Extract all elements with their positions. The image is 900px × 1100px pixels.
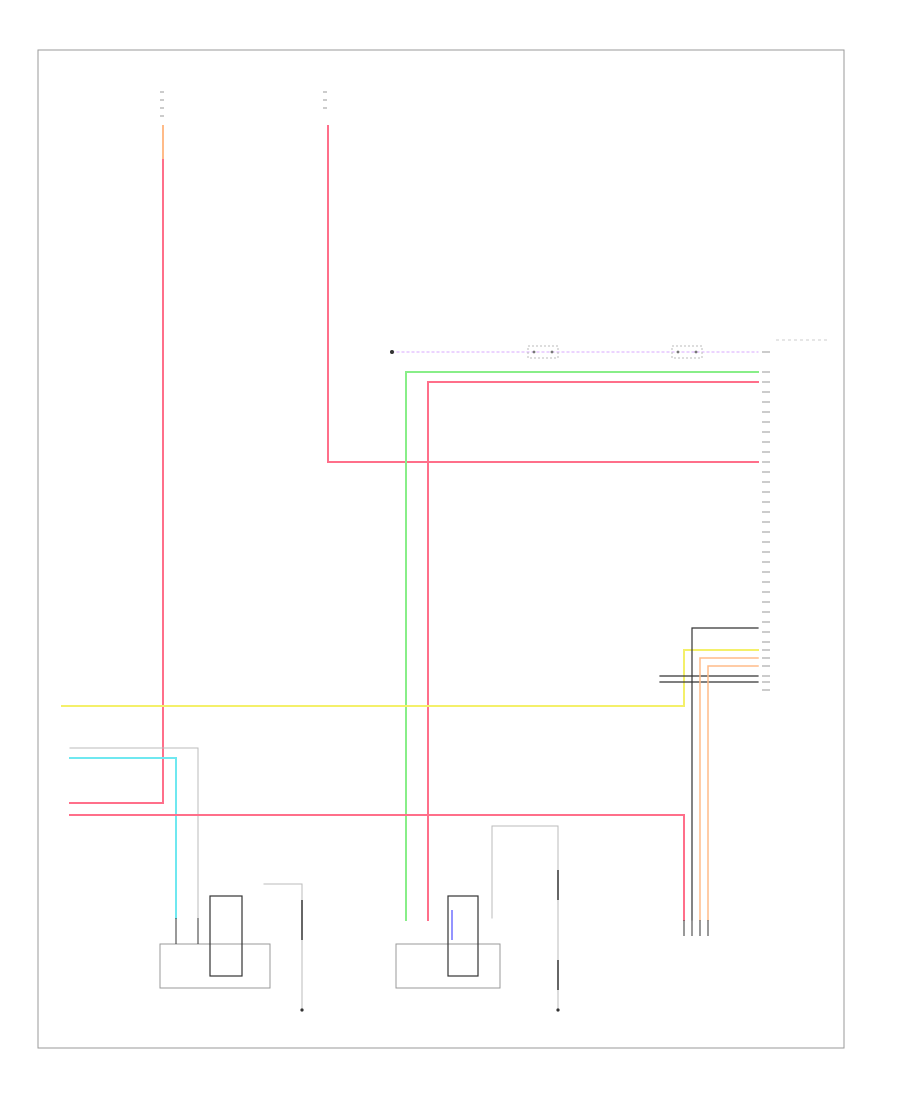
ground-point-dot [390,350,394,354]
control-module-pins [762,351,770,691]
height-control-switch [159,895,271,989]
wire-orange-1 [699,657,759,921]
sensor-right-top [671,345,703,359]
wire-cyan [69,757,177,919]
wire-grey-relay [491,825,559,1011]
height-sensor-right [683,920,709,936]
fuse-left [300,900,304,1012]
sensor-left-body [527,345,559,359]
wire-red-mid-feed [327,125,759,463]
control-module [762,339,830,691]
ground-point [390,350,394,354]
sensor-right-pin [694,350,698,354]
wire-red-lower [69,814,685,921]
diagram-frame [37,49,845,1049]
relay-block-terminal [556,1008,560,1012]
wire-yellow [61,649,759,707]
height-control-switch-inner [209,895,243,977]
top-left-connector [160,91,164,117]
relay-block [556,870,560,1012]
top-mid-connector-ticks [323,91,327,109]
sensor-right-pin [676,350,680,354]
wire-green [405,371,759,921]
fuse-left-terminal [300,1008,304,1012]
wire-black-1 [691,627,759,921]
height-sensor-right-pins [683,920,709,936]
sensor-left-pin [532,350,536,354]
wire-red-left-feed [69,159,164,804]
top-left-connector-ticks [160,91,164,117]
suspension-control-switch-inner [447,895,479,977]
height-control-switch-box [159,943,271,989]
wire-grey-thin [69,747,199,919]
suspension-control-switch [395,895,501,989]
sensor-right-body [671,345,703,359]
wire-grey-fuse [263,883,303,1011]
sensor-left-top [527,345,559,359]
top-mid-connector [323,91,327,109]
wire-red-suspension [427,381,759,921]
wire-orange-2 [707,665,759,921]
sensor-left-pin [550,350,554,354]
